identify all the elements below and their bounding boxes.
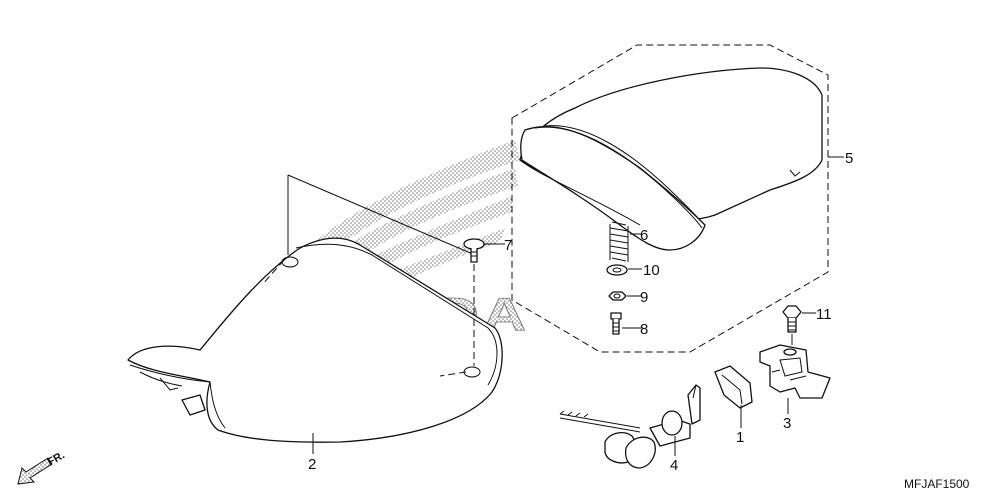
callout-3: 3 xyxy=(783,415,791,432)
clip-part-1 xyxy=(714,365,753,409)
callout-9: 9 xyxy=(640,289,648,306)
bolt-part-11 xyxy=(782,305,802,345)
bolt-part-8 xyxy=(610,312,622,335)
callout-8: 8 xyxy=(640,321,648,338)
callout-2: 2 xyxy=(308,456,316,473)
diagram-code: MFJAF1500 xyxy=(904,477,970,491)
callout-7: 7 xyxy=(504,237,512,254)
main-seat xyxy=(127,237,503,443)
callout-4: 4 xyxy=(670,457,678,474)
callout-1: 1 xyxy=(736,429,744,446)
seat-lock-bracket xyxy=(759,344,831,399)
main-seat-reference-lines xyxy=(287,174,476,256)
spring-part-6 xyxy=(609,221,629,262)
rear-seat-cowl xyxy=(519,67,823,251)
nut-part-9 xyxy=(608,291,627,301)
callout-6: 6 xyxy=(640,227,648,244)
key-lock-cylinder xyxy=(559,384,701,469)
callout-10: 10 xyxy=(643,262,660,279)
washer-part-10 xyxy=(606,264,628,276)
callout-leaders xyxy=(312,156,844,456)
front-arrow-icon xyxy=(17,457,53,485)
callout-5: 5 xyxy=(845,150,853,167)
rear-seat-assembly-boundary xyxy=(511,44,829,353)
front-direction-label: FR. xyxy=(46,449,67,468)
front-direction-marker: FR. xyxy=(17,449,67,485)
callout-11: 11 xyxy=(816,306,832,323)
